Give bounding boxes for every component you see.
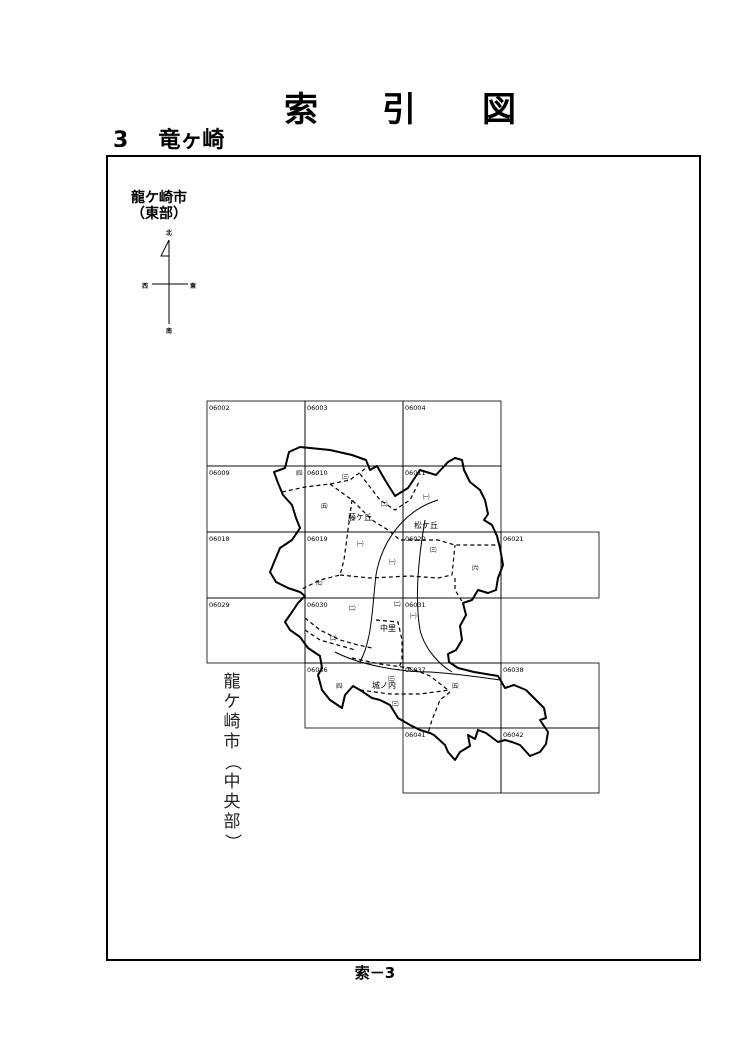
region-label: 龍ケ崎市 （東部） (119, 190, 199, 222)
compass-east: 東 (190, 283, 197, 290)
district-marker: ㈢ (342, 472, 349, 481)
grid-cell-id: 06020 (405, 535, 426, 543)
district-name: 城ノ内 (372, 680, 396, 690)
district-marker: ㈢ (388, 674, 395, 683)
title-char-3: 図 (482, 90, 516, 130)
district-marker: ㈠ (410, 611, 417, 620)
side-label-char: 中 (223, 772, 241, 792)
grid-cell-id: 06038 (503, 666, 524, 674)
grid-cell-id: 06010 (307, 469, 328, 477)
side-label-char: ） (222, 833, 242, 851)
side-label-char: 市 (223, 732, 241, 752)
grid-cell[interactable]: 06041 (402, 727, 502, 794)
page-title: 索 引 図 (0, 82, 750, 130)
grid-cell[interactable]: 06002 (206, 400, 306, 467)
side-label-char: 部 (223, 812, 241, 832)
grid-cell[interactable]: 06037 (402, 662, 502, 729)
grid-cell[interactable]: 06021 (500, 531, 600, 599)
district-marker: ㈦ (316, 578, 323, 587)
side-label-char: 央 (223, 792, 241, 812)
title-char-1: 索 (284, 90, 318, 130)
district-names: 藤ケ丘 松ケ丘 中里 城ノ内 (348, 512, 438, 690)
title-char-2: 引 (382, 90, 416, 130)
section-number: 3 (113, 128, 129, 153)
grid-cell-id: 06018 (209, 535, 230, 543)
compass-south: 南 (166, 328, 173, 335)
compass-west: 西 (142, 283, 149, 290)
district-marker: ㈥ (472, 563, 479, 572)
district-marker: ㈢ (430, 545, 437, 554)
side-label-char: 龍 (223, 672, 241, 692)
grid-cell-id: 06011 (405, 469, 426, 477)
region-label-line2: （東部） (131, 206, 187, 222)
district-marker: ㈠ (389, 557, 396, 566)
grid-cell-id: 06019 (307, 535, 328, 543)
grid-cell[interactable]: 06009 (206, 465, 306, 533)
grid-cell[interactable]: 06038 (500, 662, 600, 729)
main-roads (334, 499, 501, 681)
district-marker: ㈡ (394, 599, 401, 608)
grid-cell[interactable]: 06010 (304, 465, 404, 533)
district-name: 松ケ丘 (414, 520, 438, 530)
district-marker: ㈡ (381, 499, 388, 508)
city-boundary (269, 446, 549, 761)
district-marker: ㈣ (296, 468, 303, 477)
grid-cell-id: 06030 (307, 601, 328, 609)
grid-cell-id: 06004 (405, 404, 426, 412)
grid-cell-id: 06002 (209, 404, 230, 412)
grid-cell-id: 06021 (503, 535, 524, 543)
region-label-line1: 龍ケ崎市 (131, 190, 187, 206)
district-marker: ㈢ (392, 699, 399, 708)
district-marker: ㈠ (423, 492, 430, 501)
grid-cell[interactable]: 06004 (402, 400, 502, 467)
side-region-label: 龍 ケ 崎 市 （ 中 央 部 ） (220, 672, 244, 852)
grid-cell-id: 06031 (405, 601, 426, 609)
grid-cell-id: 06003 (307, 404, 328, 412)
compass-rose: 北 南 西 東 (142, 228, 202, 338)
district-marker: ㈤ (321, 501, 328, 510)
grid-cell-id: 06009 (209, 469, 230, 477)
district-boundaries (281, 467, 498, 734)
page-number: 索－3 (354, 964, 396, 982)
grid-cell-id: 06029 (209, 601, 230, 609)
grid-cell[interactable]: 06042 (500, 727, 600, 794)
grid-cell-id: 06042 (503, 731, 524, 739)
district-name: 中里 (380, 623, 396, 633)
compass-icon (152, 239, 188, 324)
district-marker: ㈡ (330, 633, 337, 642)
section-heading: 3 竜ヶ崎 (113, 122, 224, 154)
side-label-char: 崎 (223, 712, 241, 732)
compass-north: 北 (166, 230, 173, 237)
side-label-char: ケ (223, 692, 241, 712)
grid-cell-id: 06036 (307, 666, 328, 674)
index-grid: 06002 06003 06004 06009 06010 06011 0601… (206, 400, 600, 794)
district-marker: ㈤ (452, 681, 459, 690)
map-frame (106, 155, 701, 961)
district-markers: ㈣ ㈢ ㈡ ㈤ ㈠ ㈠ ㈠ ㈢ ㈥ ㈦ ㈡ ㈡ ㈠ ㈡ ㈣ ㈢ ㈢ ㈤ (296, 468, 479, 708)
side-label-char: （ (222, 753, 242, 771)
section-name: 竜ヶ崎 (158, 128, 225, 153)
district-marker: ㈣ (336, 681, 343, 690)
district-marker: ㈠ (357, 539, 364, 548)
grid-cell-id: 06041 (405, 731, 426, 739)
district-marker: ㈡ (349, 603, 356, 612)
district-name: 藤ケ丘 (348, 512, 372, 522)
